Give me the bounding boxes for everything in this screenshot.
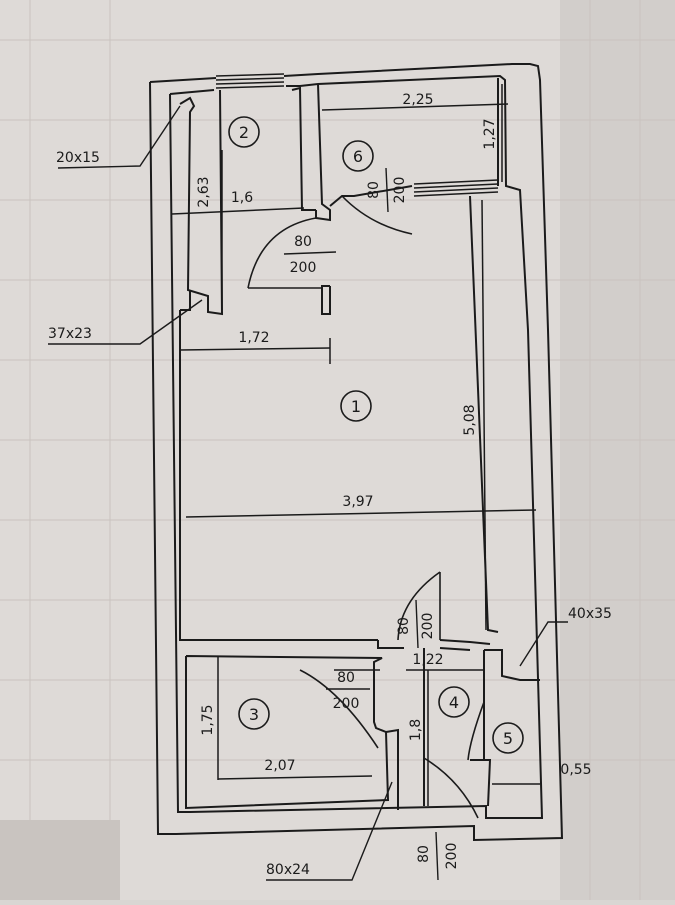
door-room6-label: 80 200 xyxy=(366,167,408,213)
door-room6-width: 80 xyxy=(366,181,382,199)
room-2-number: 2 xyxy=(239,123,249,142)
dim-room4-height: 1,8 xyxy=(408,719,424,741)
dim-room3-height: 1,75 xyxy=(200,704,216,735)
door-entry-width: 80 xyxy=(416,845,432,863)
callout-column-right: 40x35 xyxy=(568,606,612,622)
paper-corner-shadow xyxy=(0,820,120,900)
door-room1-label: 80 200 xyxy=(396,599,436,649)
callout-leaders xyxy=(48,105,568,881)
callout-column-mid: 37x23 xyxy=(48,326,92,342)
room-6-number: 6 xyxy=(353,147,363,166)
room-3-number: 3 xyxy=(249,705,259,724)
room-5-number: 5 xyxy=(503,729,513,748)
door-room3-label: 80 200 xyxy=(326,670,370,712)
door-swings xyxy=(247,195,485,819)
dim-room5-width: 0,55 xyxy=(560,762,591,778)
door-entry-height: 200 xyxy=(444,843,460,870)
dim-room6-width: 2,25 xyxy=(402,92,433,108)
callout-column-bottom: 80x24 xyxy=(266,862,310,878)
door-room3-height: 200 xyxy=(333,696,360,712)
door-room6-height: 200 xyxy=(392,177,408,204)
paper-shadow xyxy=(560,0,675,900)
dimension-lines xyxy=(171,84,540,806)
dim-hall-width: 1,22 xyxy=(412,652,443,668)
door-room3-width: 80 xyxy=(337,670,355,686)
door-room1-width: 80 xyxy=(396,617,412,635)
room-4-number: 4 xyxy=(449,693,459,712)
room-1-circle xyxy=(340,390,372,422)
room-3-circle xyxy=(238,698,270,730)
room-5-circle xyxy=(492,722,524,754)
dim-room2-height: 2,63 xyxy=(196,176,212,207)
callout-column-top: 20x15 xyxy=(56,150,100,166)
room-markers xyxy=(228,116,524,754)
door-kitchen-width: 80 xyxy=(294,234,312,250)
room-1-number: 1 xyxy=(351,397,361,416)
walls xyxy=(149,63,564,842)
dim-room1-top-width: 1,72 xyxy=(238,330,269,346)
windows xyxy=(215,73,499,197)
dim-room2-width: 1,6 xyxy=(231,190,253,206)
room-4-circle xyxy=(438,686,470,718)
dim-room3-width: 2,07 xyxy=(264,758,295,774)
room-6-circle xyxy=(342,140,374,172)
dim-room1-length: 5,08 xyxy=(462,404,478,435)
door-kitchen-label: 80 200 xyxy=(283,234,337,276)
room-2-circle xyxy=(228,116,260,148)
dim-room6-height: 1,27 xyxy=(482,118,498,149)
dim-room1-width: 3,97 xyxy=(342,494,373,510)
door-kitchen-height: 200 xyxy=(290,260,317,276)
door-entry-label: 80 200 xyxy=(416,831,460,881)
door-room1-height: 200 xyxy=(420,613,436,640)
